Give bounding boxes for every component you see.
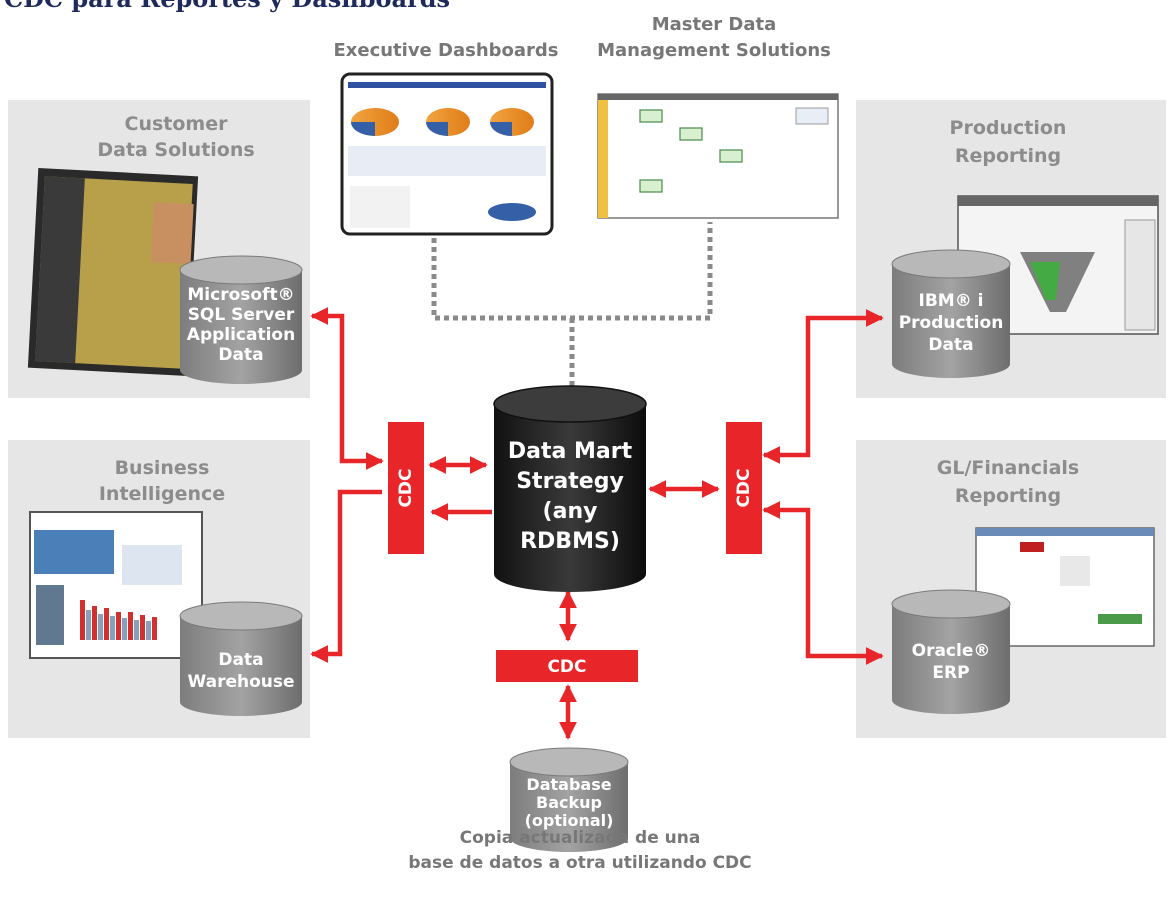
cdc-label-right: CDC [734, 468, 754, 507]
db-ibm-i [891, 249, 1011, 378]
executive-dashboard-screenshot [340, 72, 554, 236]
text-line: Data [218, 345, 263, 365]
text-line: GL/Financials [937, 457, 1079, 479]
text-line: Production [899, 313, 1004, 333]
text-line: (any [543, 499, 598, 524]
red-arrows [310, 307, 884, 740]
text-line: Business [115, 457, 210, 479]
text-line: SQL Server [188, 305, 295, 325]
text-line: Backup [536, 793, 602, 812]
bi-dashboard-screenshot [29, 511, 203, 659]
text-line: Executive Dashboards [333, 40, 558, 61]
text-line: Database [526, 775, 611, 794]
text-line: ERP [932, 663, 969, 683]
text-line: CDC [547, 657, 586, 677]
text-line: (optional) [525, 811, 614, 830]
arrow-cdc-ibmi [762, 309, 884, 464]
text-line: Production [950, 117, 1067, 139]
diagram-caption: Copia actualizada de una base de datos a… [330, 826, 830, 876]
text-line: RDBMS) [520, 529, 620, 554]
text-line: Reporting [955, 485, 1061, 507]
text-line: Intelligence [99, 483, 225, 505]
text-line: CDC [396, 468, 416, 507]
text-line: CDC [734, 468, 754, 507]
text-line: Reporting [955, 145, 1061, 167]
db-backup [509, 747, 629, 852]
caption-text: Copia actualizada de una base de datos a… [408, 828, 752, 873]
text-line: IBM® i [919, 291, 984, 311]
arrow-sqlserver-cdc [310, 307, 384, 470]
db-oracle-erp [891, 589, 1011, 714]
text-line: Warehouse [187, 672, 294, 692]
text-line: Data [928, 335, 973, 355]
db-datamart [493, 385, 647, 592]
text-line: Master Data [652, 14, 777, 35]
cdc-label-bottom: CDC [547, 657, 586, 677]
panel-title-executive: Executive Dashboards [333, 40, 558, 61]
arrow-cdc-oracle [762, 501, 884, 665]
text-line: Customer [125, 113, 229, 135]
cdc-box-right [726, 422, 762, 554]
text-line: Data [218, 650, 263, 670]
cdc-box-bottom [496, 650, 638, 682]
text-line: Oracle® [912, 641, 991, 661]
cdc-label-left: CDC [396, 468, 416, 507]
db-sqlserver [179, 255, 303, 384]
text-line: Management Solutions [597, 40, 831, 61]
dotted-connector [431, 222, 713, 392]
text-line: Microsoft® [187, 285, 294, 305]
text-line: Application [187, 325, 295, 345]
arrow-warehouse-cdc [310, 489, 382, 663]
text-line: Data Solutions [97, 139, 254, 161]
db-data-warehouse [179, 601, 303, 716]
db-oracle-label: Oracle®ERP [912, 641, 991, 683]
text-line: Strategy [516, 469, 624, 494]
customer-website-screenshot [27, 167, 199, 377]
text-line: Data Mart [508, 439, 633, 464]
mdm-workflow-screenshot [597, 93, 839, 219]
page-title: CDC para Reportes y Dashboards [4, 0, 450, 13]
cdc-box-left [388, 422, 424, 554]
